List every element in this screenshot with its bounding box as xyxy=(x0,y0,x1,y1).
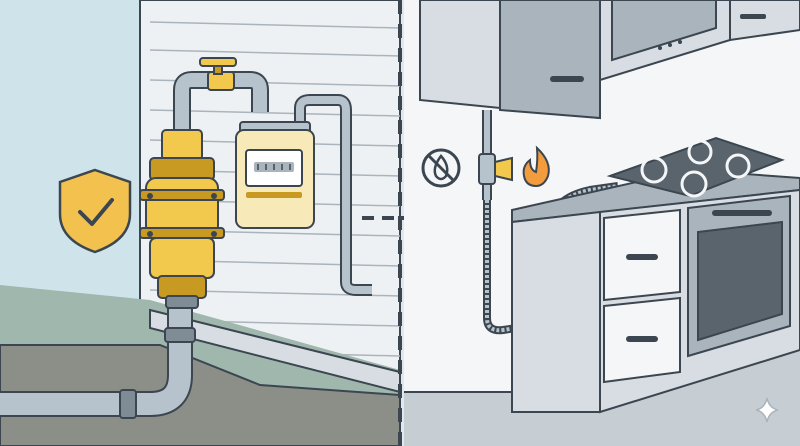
underground-pipe xyxy=(0,300,196,419)
exterior-scene xyxy=(0,0,401,446)
shield-check-icon xyxy=(58,168,132,254)
kitchen-scene xyxy=(404,0,800,446)
no-fire-icon xyxy=(421,148,461,188)
shutoff-valve-top xyxy=(199,57,237,91)
sparkle-icon xyxy=(755,397,779,423)
gas-stove-top xyxy=(606,136,785,198)
valve-handle xyxy=(494,156,513,182)
gas-meter xyxy=(235,121,315,229)
flame-icon xyxy=(522,145,550,188)
kitchen-gas-pipe xyxy=(478,110,513,200)
kitchen-counter xyxy=(511,168,800,414)
upper-cabinets xyxy=(419,0,800,120)
gas-regulator xyxy=(139,129,225,309)
